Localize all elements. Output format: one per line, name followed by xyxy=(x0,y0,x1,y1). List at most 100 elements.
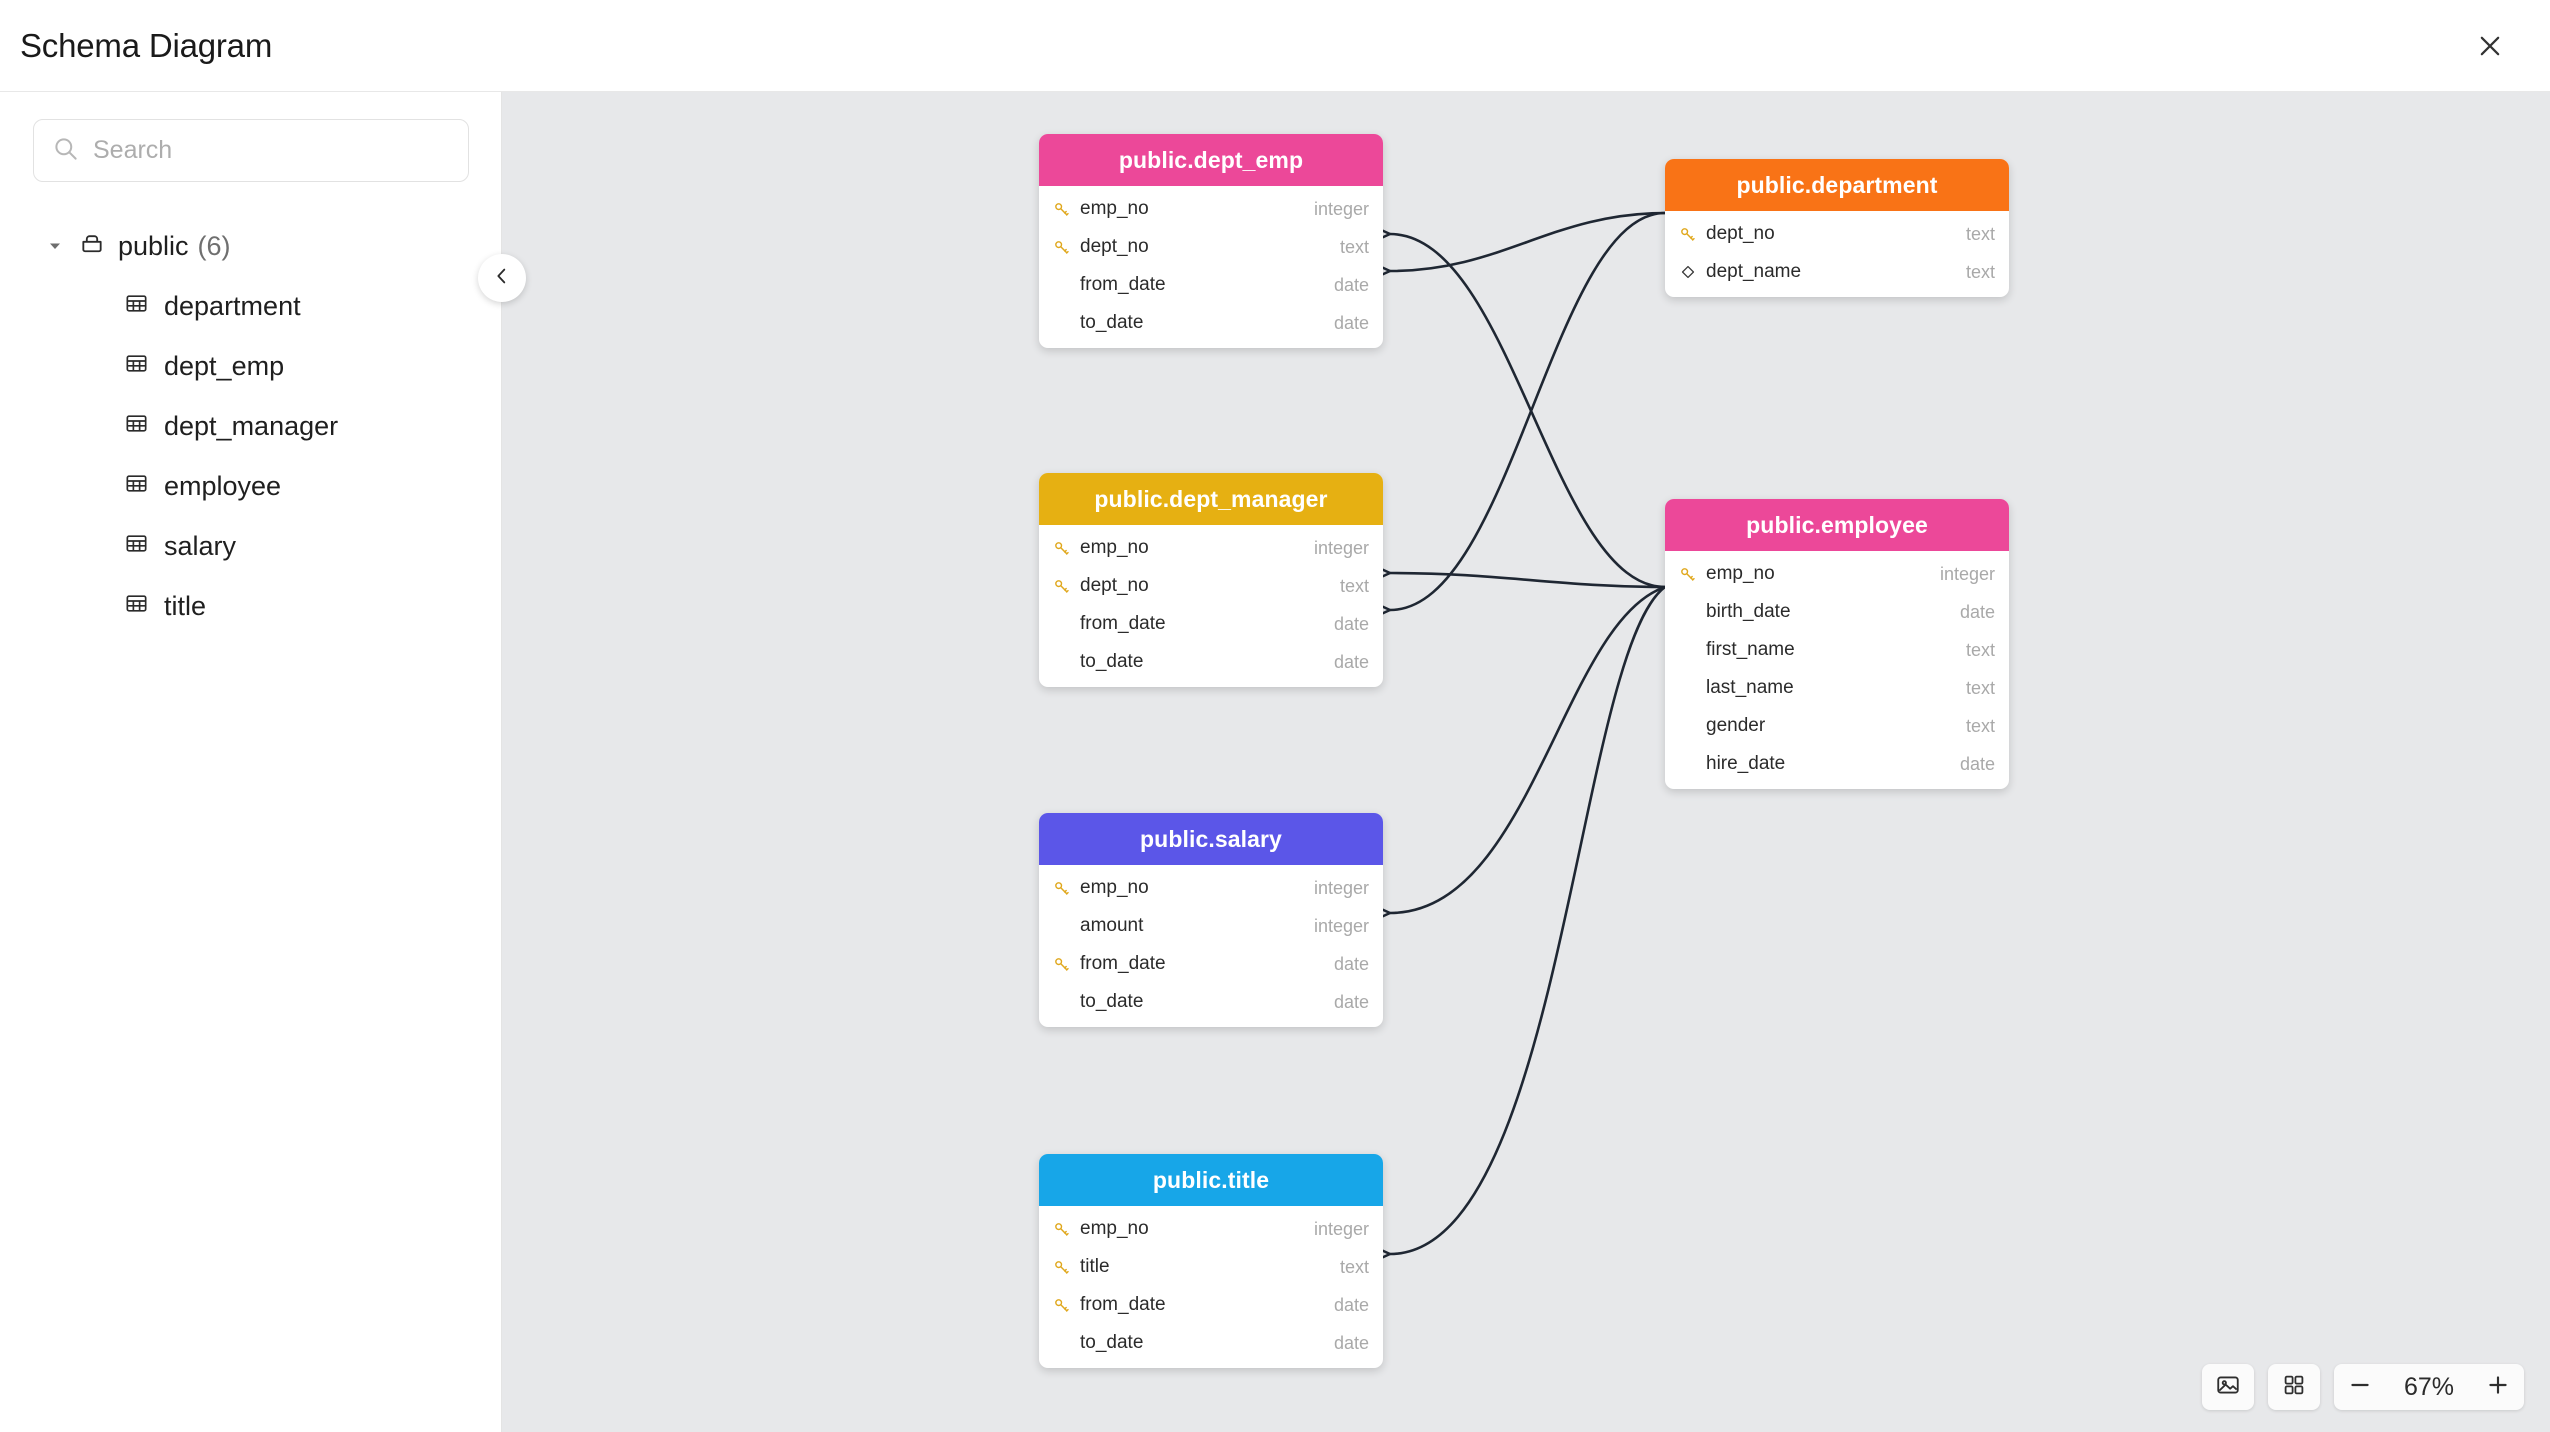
column-name: from_date xyxy=(1080,274,1166,295)
table-column-row[interactable]: to_date date xyxy=(1039,983,1383,1021)
table-column-row[interactable]: from_date date xyxy=(1039,1286,1383,1324)
chevron-left-icon xyxy=(491,265,513,292)
layout-button[interactable] xyxy=(2268,1364,2320,1410)
table-column-row[interactable]: birth_date date xyxy=(1665,593,2009,631)
close-button[interactable] xyxy=(2464,20,2516,72)
table-card-department[interactable]: public.department dept_no text xyxy=(1665,159,2009,297)
column-type: integer xyxy=(1313,537,1369,558)
column-name: dept_name xyxy=(1706,261,1802,282)
column-name: emp_no xyxy=(1080,1218,1149,1239)
table-column-row[interactable]: first_name text xyxy=(1665,631,2009,669)
table-column-row[interactable]: emp_no integer xyxy=(1665,555,2009,593)
primary-key-icon xyxy=(1052,880,1071,897)
edge-dept-manager-dept-no-department xyxy=(1389,211,1666,612)
table-card-header: public.dept_manager xyxy=(1039,473,1383,525)
tree-item-table-dept-emp[interactable]: dept_emp xyxy=(0,336,501,396)
tree-item-label: dept_manager xyxy=(164,410,339,441)
table-card-title: public.salary xyxy=(1140,825,1282,852)
tree-item-table-employee[interactable]: employee xyxy=(0,456,501,516)
tree-item-label: public xyxy=(118,230,189,261)
column-type: date xyxy=(1333,953,1369,974)
table-column-row[interactable]: to_date date xyxy=(1039,643,1383,681)
table-column-row[interactable]: from_date date xyxy=(1039,945,1383,983)
column-type: integer xyxy=(1313,877,1369,898)
relationship-edges xyxy=(1367,211,1666,1266)
zoom-level-label[interactable]: 67% xyxy=(2403,1372,2455,1401)
column-type: date xyxy=(1333,651,1369,672)
zoom-controls: 67% xyxy=(2334,1364,2524,1410)
tree-item-label: department xyxy=(164,290,301,321)
sidebar-panel: Search public (6) xyxy=(0,92,502,1432)
table-column-row[interactable]: to_date date xyxy=(1039,1324,1383,1362)
table-column-row[interactable]: to_date date xyxy=(1039,304,1383,342)
tree-item-label: title xyxy=(164,590,207,621)
table-card-dept-emp[interactable]: public.dept_emp emp_no integer xyxy=(1039,134,1383,348)
column-type: text xyxy=(1965,639,1995,660)
tree-item-table-dept-manager[interactable]: dept_manager xyxy=(0,396,501,456)
column-type: date xyxy=(1333,991,1369,1012)
tree-item-table-salary[interactable]: salary xyxy=(0,516,501,576)
table-column-row[interactable]: from_date date xyxy=(1039,266,1383,304)
column-name: to_date xyxy=(1080,651,1144,672)
table-card-columns: emp_no integer birth_date date first_nam… xyxy=(1665,551,2009,789)
table-card-employee[interactable]: public.employee emp_no integer birth_dat… xyxy=(1665,499,2009,789)
primary-key-icon xyxy=(1052,578,1071,595)
table-icon xyxy=(124,531,149,561)
table-card-title[interactable]: public.title emp_no integer tit xyxy=(1039,1154,1383,1368)
table-column-row[interactable]: title text xyxy=(1039,1248,1383,1286)
column-name: emp_no xyxy=(1706,563,1775,584)
image-icon xyxy=(2215,1372,2241,1403)
database-icon xyxy=(79,231,105,262)
plus-icon xyxy=(2485,1372,2511,1403)
sidebar-collapse-button[interactable] xyxy=(478,254,526,302)
table-column-row[interactable]: emp_no integer xyxy=(1039,1210,1383,1248)
primary-key-icon xyxy=(1678,566,1697,583)
table-card-columns: emp_no integer amount integer from_date … xyxy=(1039,865,1383,1027)
table-card-dept-manager[interactable]: public.dept_manager emp_no integer xyxy=(1039,473,1383,687)
column-type: date xyxy=(1333,1332,1369,1353)
search-input[interactable]: Search xyxy=(33,119,469,182)
table-column-row[interactable]: dept_name text xyxy=(1665,253,2009,291)
primary-key-icon xyxy=(1052,540,1071,557)
diagram-canvas[interactable]: public.dept_emp emp_no integer xyxy=(502,92,2550,1432)
primary-key-icon xyxy=(1052,1259,1071,1276)
primary-key-icon xyxy=(1052,1221,1071,1238)
primary-key-icon xyxy=(1052,201,1071,218)
table-column-row[interactable]: emp_no integer xyxy=(1039,869,1383,907)
table-card-salary[interactable]: public.salary emp_no integer amount inte… xyxy=(1039,813,1383,1027)
tree-item-schema-public[interactable]: public (6) xyxy=(0,216,501,276)
zoom-in-button[interactable] xyxy=(2472,1364,2524,1410)
column-type: text xyxy=(1339,575,1369,596)
caret-down-icon[interactable] xyxy=(44,238,66,254)
tree-item-label: salary xyxy=(164,530,237,561)
table-column-row[interactable]: emp_no integer xyxy=(1039,190,1383,228)
table-column-row[interactable]: emp_no integer xyxy=(1039,529,1383,567)
tree-item-table-title[interactable]: title xyxy=(0,576,501,636)
table-column-row[interactable]: dept_no text xyxy=(1039,228,1383,266)
zoom-out-button[interactable] xyxy=(2334,1364,2386,1410)
export-image-button[interactable] xyxy=(2202,1364,2254,1410)
table-card-title: public.employee xyxy=(1746,511,1928,538)
table-icon xyxy=(124,351,149,381)
table-card-title: public.dept_emp xyxy=(1118,146,1304,173)
table-column-row[interactable]: dept_no text xyxy=(1039,567,1383,605)
table-column-row[interactable]: from_date date xyxy=(1039,605,1383,643)
column-name: to_date xyxy=(1080,312,1144,333)
table-icon xyxy=(124,411,149,441)
table-column-row[interactable]: amount integer xyxy=(1039,907,1383,945)
table-card-header: public.dept_emp xyxy=(1039,134,1383,186)
column-type: text xyxy=(1965,223,1995,244)
table-column-row[interactable]: hire_date date xyxy=(1665,745,2009,783)
table-column-row[interactable]: last_name text xyxy=(1665,669,2009,707)
page-title: Schema Diagram xyxy=(20,26,273,64)
schema-tree: public (6) department xyxy=(0,216,501,636)
table-column-row[interactable]: gender text xyxy=(1665,707,2009,745)
table-card-columns: emp_no integer title text xyxy=(1039,1206,1383,1368)
tree-item-table-department[interactable]: department xyxy=(0,276,501,336)
table-column-row[interactable]: dept_no text xyxy=(1665,215,2009,253)
column-type: integer xyxy=(1313,1218,1369,1239)
column-type: integer xyxy=(1939,563,1995,584)
search-icon xyxy=(52,135,79,167)
edge-dept-emp-emp-no-employee xyxy=(1389,232,1666,589)
column-name: amount xyxy=(1080,915,1144,936)
